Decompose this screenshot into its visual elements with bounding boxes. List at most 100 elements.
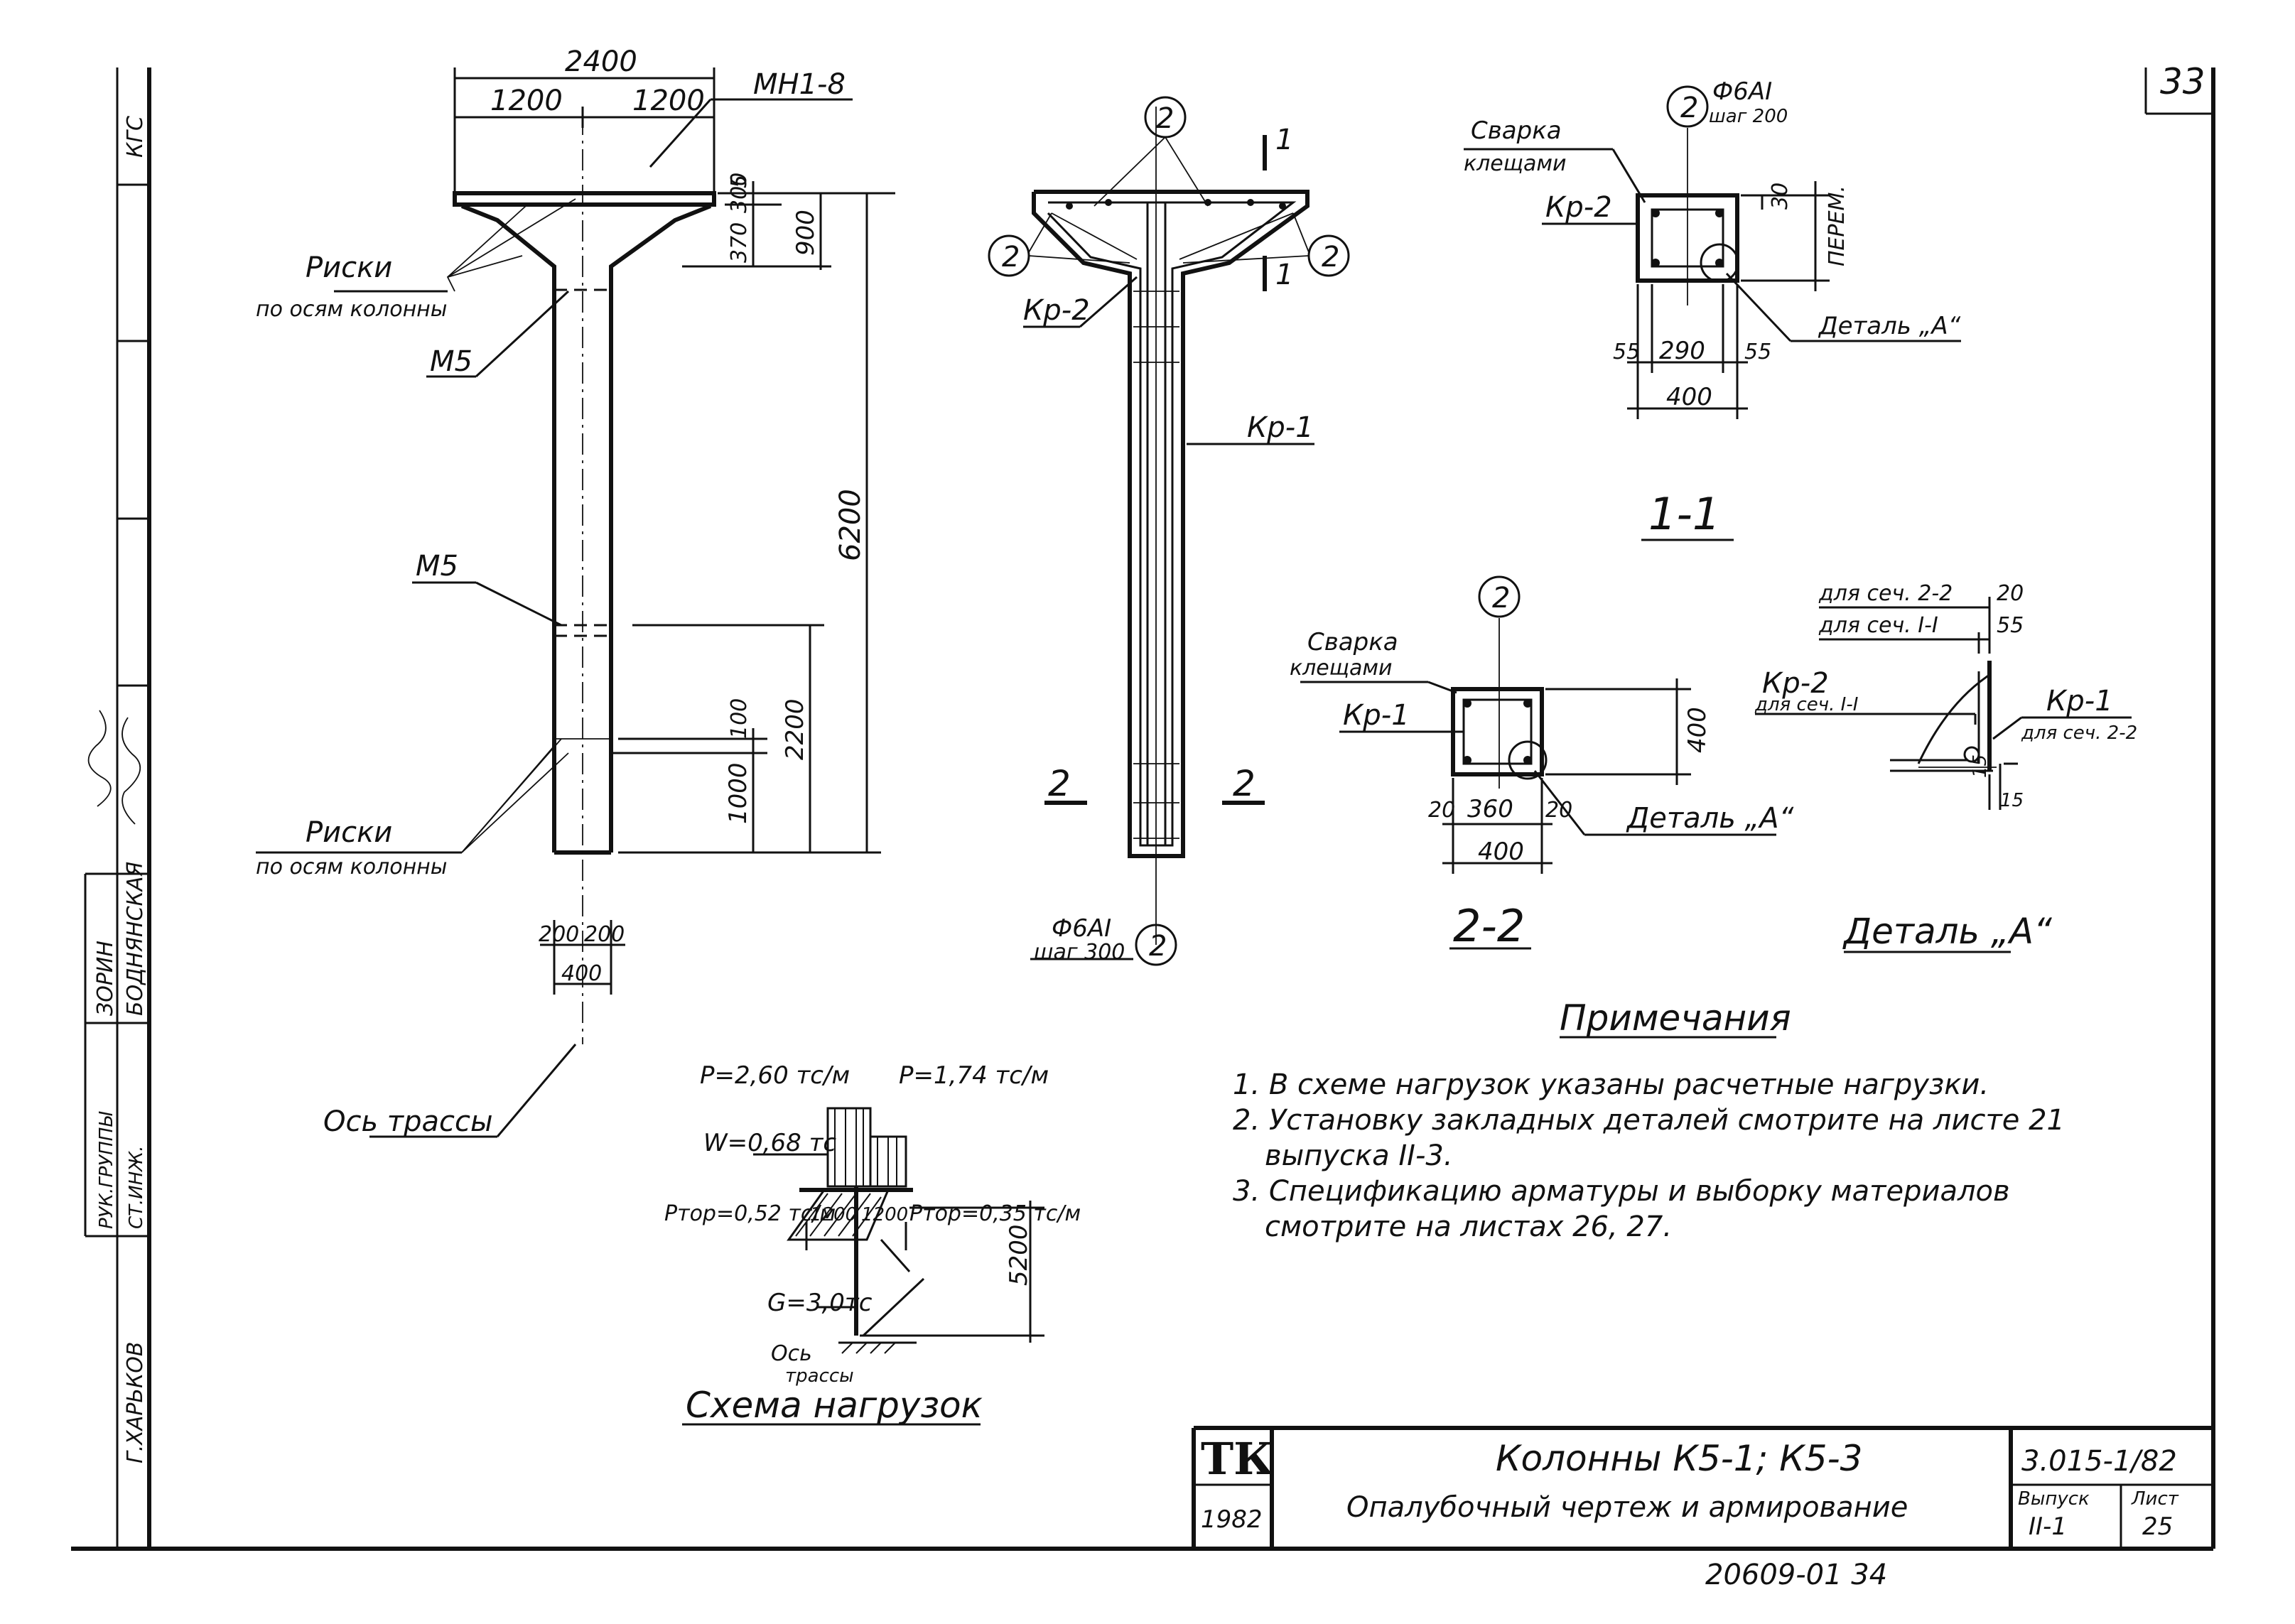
dim-2200: 2200 <box>781 698 809 760</box>
load-scheme <box>682 1107 1044 1426</box>
title-line-1: Колонны К5-1; К5-3 <box>1496 1438 1862 1479</box>
dim-1000: 1000 <box>724 762 752 824</box>
risk-bot-label-1: Риски <box>306 816 392 849</box>
s11-rebar-1: Ф6АI <box>1712 77 1772 106</box>
rebar-label-1: Ф6АI <box>1052 914 1111 943</box>
da-title: Деталь „А“ <box>1842 911 2053 952</box>
callout-left: 2 <box>1002 241 1020 274</box>
m5-top-label: М5 <box>430 345 472 378</box>
stamp-kgs: КГС <box>123 116 148 158</box>
s22-dim-20b: 20 <box>1545 798 1572 823</box>
s11-kr2: Кр-2 <box>1545 191 1612 224</box>
dim-1200-right: 1200 <box>632 85 705 117</box>
load-p-left: P=2,60 тс/м <box>700 1061 850 1090</box>
da-kr1: Кр-1 <box>2046 685 2113 718</box>
s22-kr1: Кр-1 <box>1343 699 1410 732</box>
da-sec11: для сеч. I-I <box>1818 613 1938 638</box>
sheet-frame <box>71 67 2215 1551</box>
rebar-label-2: шаг 300 <box>1034 940 1125 965</box>
dim-100: 100 <box>727 698 752 739</box>
load-dim-1200a: 1200 <box>810 1204 857 1225</box>
s11-dim-55b: 55 <box>1744 340 1771 364</box>
s11-dim-30: 30 <box>1768 183 1793 210</box>
s22-dim-400: 400 <box>1478 838 1524 866</box>
stamp-org: Г.ХАРЬКОВ <box>123 1342 148 1464</box>
s11-title: 1-1 <box>1648 488 1720 540</box>
section-mark-1-bottom: 1 <box>1275 259 1293 291</box>
da-dim-55: 55 <box>1997 613 2024 638</box>
s22-callout: 2 <box>1492 582 1510 615</box>
stamp-name-2: БОДНЯНСКАЯ <box>123 862 148 1016</box>
s11-dim-perem: ПЕРЕМ. <box>1825 185 1850 266</box>
load-axis-2: трассы <box>785 1365 854 1387</box>
title-logo: ТК <box>1201 1433 1274 1485</box>
dim-5: 5 <box>727 175 752 188</box>
title-issue-value: II-1 <box>2029 1512 2067 1541</box>
da-kr2: Кр-2 <box>1762 667 1829 700</box>
s11-rebar-2: шаг 200 <box>1709 106 1788 127</box>
load-ptor-right: Ртор=0,35 тс/м <box>909 1201 1081 1226</box>
dim-200-right: 200 <box>584 922 625 947</box>
stamp-name-1: ЗОРИН <box>93 941 118 1016</box>
s22-title: 2-2 <box>1453 900 1525 952</box>
section-mark-2-left: 2 <box>1048 763 1071 804</box>
m5-mid-label: М5 <box>416 550 458 583</box>
da-kr1-sec: для сеч. 2-2 <box>2021 722 2137 744</box>
callout-top: 2 <box>1156 102 1174 135</box>
dim-1200-left: 1200 <box>490 85 563 117</box>
dim-2400: 2400 <box>565 45 637 78</box>
da-dim-15a: 15 <box>1970 754 1991 778</box>
dim-200-left: 200 <box>539 922 579 947</box>
s22-dim-400v: 400 <box>1683 707 1712 753</box>
corner-sheet-number: 33 <box>2160 61 2205 102</box>
dim-6200: 6200 <box>834 489 867 561</box>
title-line-2: Опалубочный чертеж и армирование <box>1346 1491 1908 1524</box>
da-dim-20: 20 <box>1997 581 2024 606</box>
note-2: 2. Установку закладных деталей смотрите … <box>1233 1104 2065 1137</box>
kr1-label: Кр-1 <box>1247 411 1314 444</box>
axis-label: Ось трассы <box>323 1105 493 1138</box>
s11-weld-1: Сварка <box>1471 117 1562 145</box>
dim-370: 370 <box>727 222 752 263</box>
title-year: 1982 <box>1201 1505 1263 1534</box>
risk-bot-label-2: по осям колонны <box>256 855 448 879</box>
load-w: W=0,68 тс <box>703 1129 836 1157</box>
title-sheet-label: Лист <box>2131 1488 2179 1510</box>
title-issue-label: Выпуск <box>2018 1488 2090 1510</box>
dim-400-base: 400 <box>561 961 602 986</box>
note-2-cont: выпуска II-3. <box>1265 1139 1453 1172</box>
s11-dim-55a: 55 <box>1613 340 1640 364</box>
section-1-1 <box>1464 85 1961 541</box>
s11-weld-2: клещами <box>1464 151 1567 176</box>
section-mark-1-top: 1 <box>1275 124 1293 156</box>
title-sheet-value: 25 <box>2142 1512 2173 1541</box>
load-dim-1200b: 1200 <box>861 1204 908 1225</box>
detail-a <box>1755 597 2132 953</box>
s22-dim-360: 360 <box>1467 795 1513 823</box>
s22-weld-2: клещами <box>1290 656 1393 681</box>
load-dim-5200: 5200 <box>1005 1224 1033 1286</box>
load-g: G=3,0тс <box>767 1289 873 1317</box>
dim-900: 900 <box>792 210 820 256</box>
s11-callout: 2 <box>1680 92 1698 124</box>
dim-300: 300 <box>727 173 752 213</box>
callout-right: 2 <box>1322 241 1339 274</box>
note-3-cont: смотрите на листах 26, 27. <box>1265 1211 1672 1243</box>
risk-top-label-1: Риски <box>306 251 392 284</box>
s22-dim-20a: 20 <box>1428 798 1455 823</box>
da-dim-15b: 15 <box>2000 790 2024 811</box>
stamp-role-2: СТ.ИНЖ. <box>126 1145 147 1229</box>
kr2-label: Кр-2 <box>1023 294 1090 327</box>
s11-detail: Деталь „А“ <box>1818 312 1961 340</box>
da-sec22: для сеч. 2-2 <box>1818 581 1953 606</box>
plate-label: МН1-8 <box>753 68 846 101</box>
load-p-right: P=1,74 тс/м <box>899 1061 1049 1090</box>
column-elevation <box>256 67 895 1138</box>
note-3: 3. Спецификацию арматуры и выборку матер… <box>1233 1175 2010 1208</box>
da-kr2-sec: для сеч. I-I <box>1754 694 1858 715</box>
section-mark-2-right: 2 <box>1233 763 1256 804</box>
reinforcement-elevation <box>988 96 1350 966</box>
side-stamp <box>84 67 149 1549</box>
section-2-2 <box>1300 575 1776 950</box>
